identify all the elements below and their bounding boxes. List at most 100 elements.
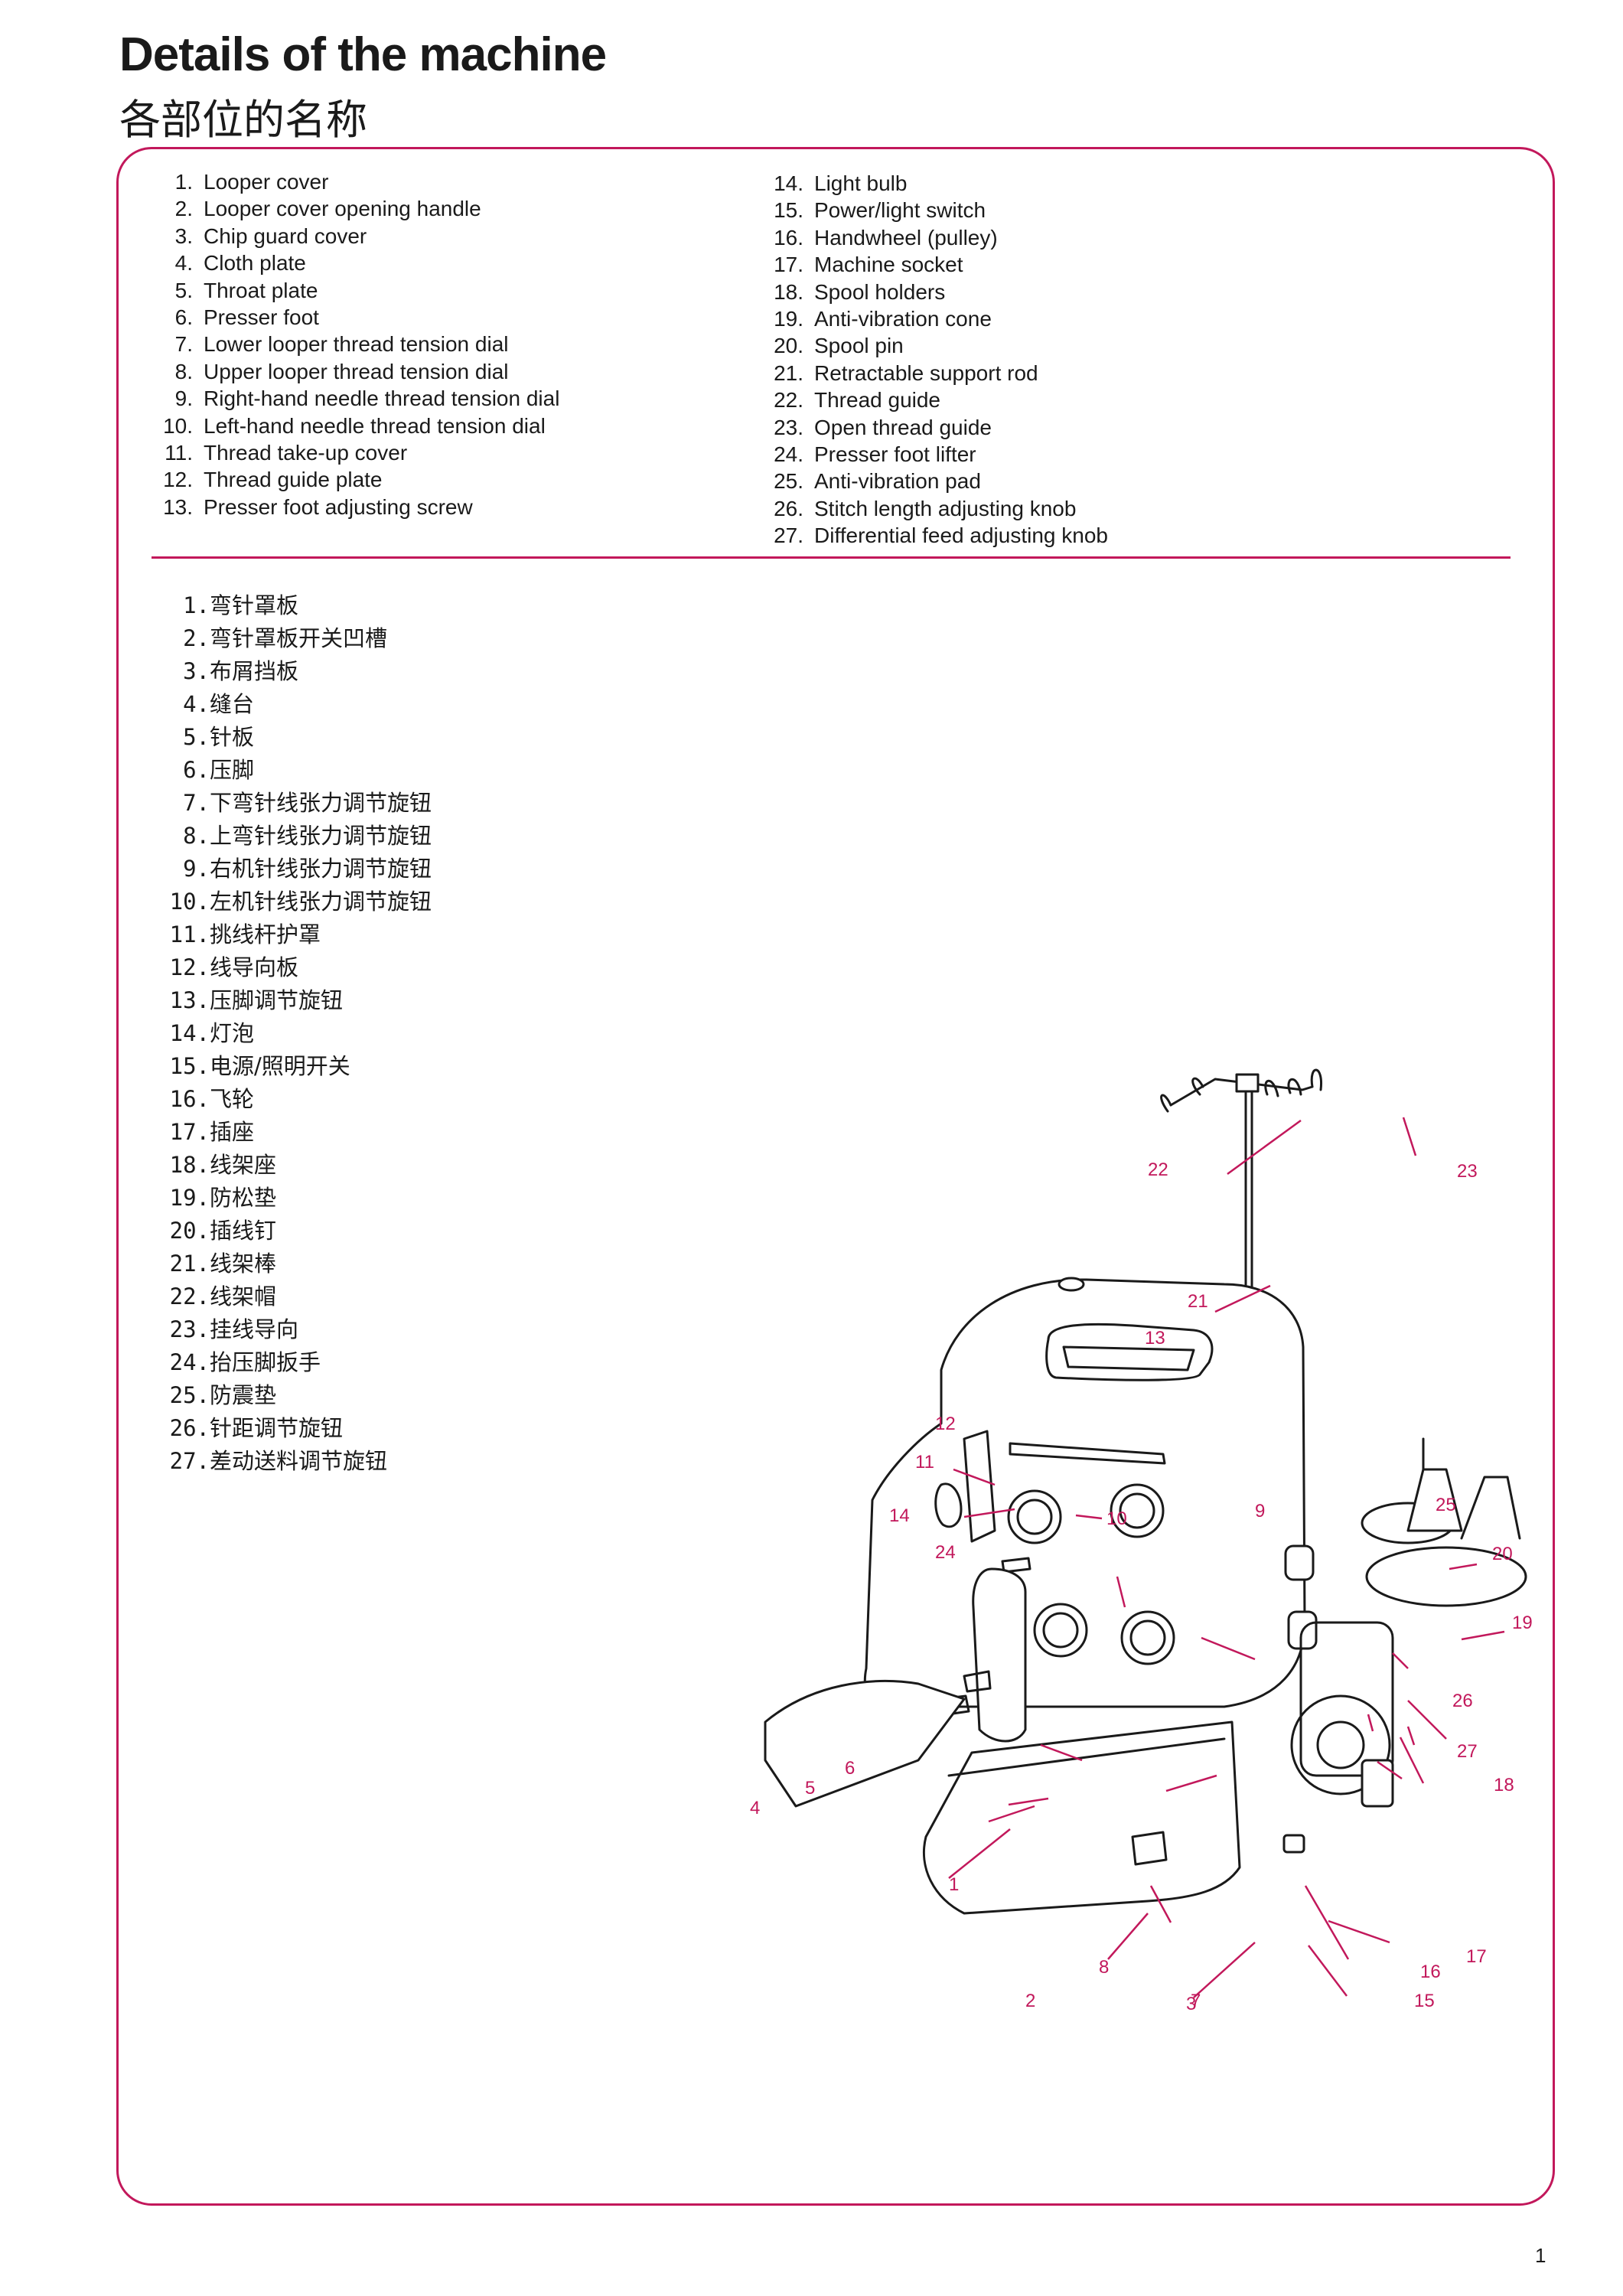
part-number: 9.: [174, 386, 193, 411]
part-number: 26.: [169, 1415, 210, 1441]
part-label: 插线钉: [210, 1218, 277, 1244]
part-number: 18.: [169, 1152, 210, 1178]
part-number: 12.: [169, 954, 210, 980]
part-item: 25.Anti-vibration pad: [761, 468, 1108, 494]
part-item: 3.布屑挡板: [150, 655, 432, 688]
anti-vibration-cone: [1406, 1468, 1463, 1532]
part-label: 左机针线张力调节旋钮: [210, 889, 432, 915]
callout-label-11: 11: [915, 1452, 934, 1473]
part-item: 4.缝台: [150, 688, 432, 721]
callout-label-9: 9: [1255, 1501, 1265, 1521]
part-label: 防震垫: [210, 1382, 277, 1408]
part-label: 差动送料调节旋钮: [210, 1448, 388, 1474]
part-item: 23.挂线导向: [150, 1313, 432, 1346]
side-cover: [1299, 1621, 1394, 1777]
callout-label-3: 3: [1186, 1994, 1196, 2014]
callout-label-16: 16: [1420, 1962, 1441, 1982]
part-label: Presser foot adjusting screw: [204, 494, 473, 519]
part-label: 防松垫: [210, 1185, 277, 1211]
part-item: 5. Throat plate: [150, 277, 559, 304]
content-frame: [116, 147, 1555, 2206]
part-number: 3.: [174, 223, 193, 248]
part-number: 8.: [174, 359, 193, 383]
part-item: 22.线架帽: [150, 1280, 432, 1313]
part-label: Light bulb: [814, 171, 908, 195]
part-label: 挑线杆护罩: [210, 921, 321, 947]
part-item: 5.针板: [150, 721, 432, 754]
part-label: Upper looper thread tension dial: [204, 359, 509, 383]
part-label: Looper cover opening handle: [204, 197, 481, 221]
part-item: 7.Lower looper thread tension dial: [150, 331, 559, 357]
part-number: 26.: [774, 496, 803, 520]
part-label: Differential feed adjusting knob: [814, 523, 1108, 548]
part-number: 13.: [163, 494, 193, 519]
part-label: Chip guard cover: [204, 223, 367, 248]
spool-holder: [1365, 1546, 1527, 1607]
part-label: Anti-vibration pad: [814, 469, 981, 494]
part-item: 14.灯泡: [150, 1017, 432, 1050]
part-label: Stitch length adjusting knob: [814, 496, 1077, 520]
part-label: 插座: [210, 1119, 255, 1145]
part-item: 22. Thread guide: [761, 386, 1108, 413]
part-number: 22.: [169, 1283, 210, 1309]
part-item: 16.Handwheel (pulley): [761, 224, 1108, 251]
part-label: Anti-vibration cone: [814, 306, 992, 331]
part-number: 5.: [174, 278, 193, 302]
part-number: 1.: [174, 170, 193, 194]
part-number: 10.: [163, 413, 193, 438]
callout-label-24: 24: [935, 1542, 956, 1563]
part-label: Handwheel (pulley): [814, 225, 998, 249]
part-label: 弯针罩板开关凹槽: [210, 625, 388, 651]
machine-illustration: [764, 1068, 1527, 1915]
part-number: 2.: [183, 625, 210, 651]
dial-left-needle: [1007, 1489, 1062, 1544]
callout-label-20: 20: [1492, 1544, 1513, 1564]
part-label: Thread guide: [814, 388, 941, 413]
part-item: 9.右机针线张力调节旋钮: [150, 853, 432, 885]
part-number: 23.: [774, 415, 803, 439]
callout-label-8: 8: [1099, 1957, 1109, 1978]
part-number: 19.: [169, 1185, 210, 1211]
presser-foot-lifter: [1001, 1557, 1031, 1574]
part-item: 27.差动送料调节旋钮: [150, 1445, 432, 1478]
dial-right-needle: [1110, 1483, 1165, 1538]
part-label: Power/light switch: [814, 198, 986, 223]
part-number: 15.: [169, 1053, 210, 1079]
part-number: 27.: [169, 1448, 210, 1474]
part-item: 19.Anti-vibration cone: [761, 305, 1108, 332]
part-label: 线架棒: [210, 1251, 277, 1277]
dial-lower-looper: [1120, 1610, 1175, 1665]
part-item: 25.防震垫: [150, 1379, 432, 1412]
part-label: Presser foot: [204, 305, 319, 329]
part-number: 2.: [174, 197, 193, 221]
part-item: 4.Cloth plate: [150, 249, 559, 276]
part-number: 7.: [183, 790, 210, 816]
part-label: 压脚调节旋钮: [210, 987, 344, 1013]
looper-cover: [922, 1720, 1241, 1915]
part-number: 21.: [774, 360, 803, 385]
dial-upper-looper: [1033, 1603, 1088, 1658]
part-item: 18.线架座: [150, 1149, 432, 1182]
part-item: 13.压脚调节旋钮: [150, 984, 432, 1017]
part-item: 10.Left-hand needle thread tension dial: [150, 413, 559, 439]
part-label: Throat plate: [204, 278, 318, 302]
chip-guard-cover: [972, 1567, 1027, 1743]
machine-body: [863, 1278, 1306, 1708]
part-label: 灯泡: [210, 1020, 255, 1046]
part-label: Right-hand needle thread tension dial: [204, 386, 560, 411]
take-up-cover: [963, 1430, 996, 1543]
part-number: 9.: [183, 856, 210, 882]
part-item: 8.上弯针线张力调节旋钮: [150, 820, 432, 853]
callout-label-6: 6: [845, 1758, 855, 1779]
part-item: 21.线架棒: [150, 1247, 432, 1280]
part-number: 7.: [174, 332, 193, 357]
part-label: 布屑挡板: [210, 658, 299, 684]
part-item: 17.Machine socket: [761, 251, 1108, 278]
part-number: 22.: [774, 388, 803, 413]
part-item: 27.Differential feed adjusting knob: [761, 522, 1108, 549]
part-label: 缝台: [210, 691, 255, 717]
part-label: 电源/照明开关: [210, 1053, 350, 1079]
